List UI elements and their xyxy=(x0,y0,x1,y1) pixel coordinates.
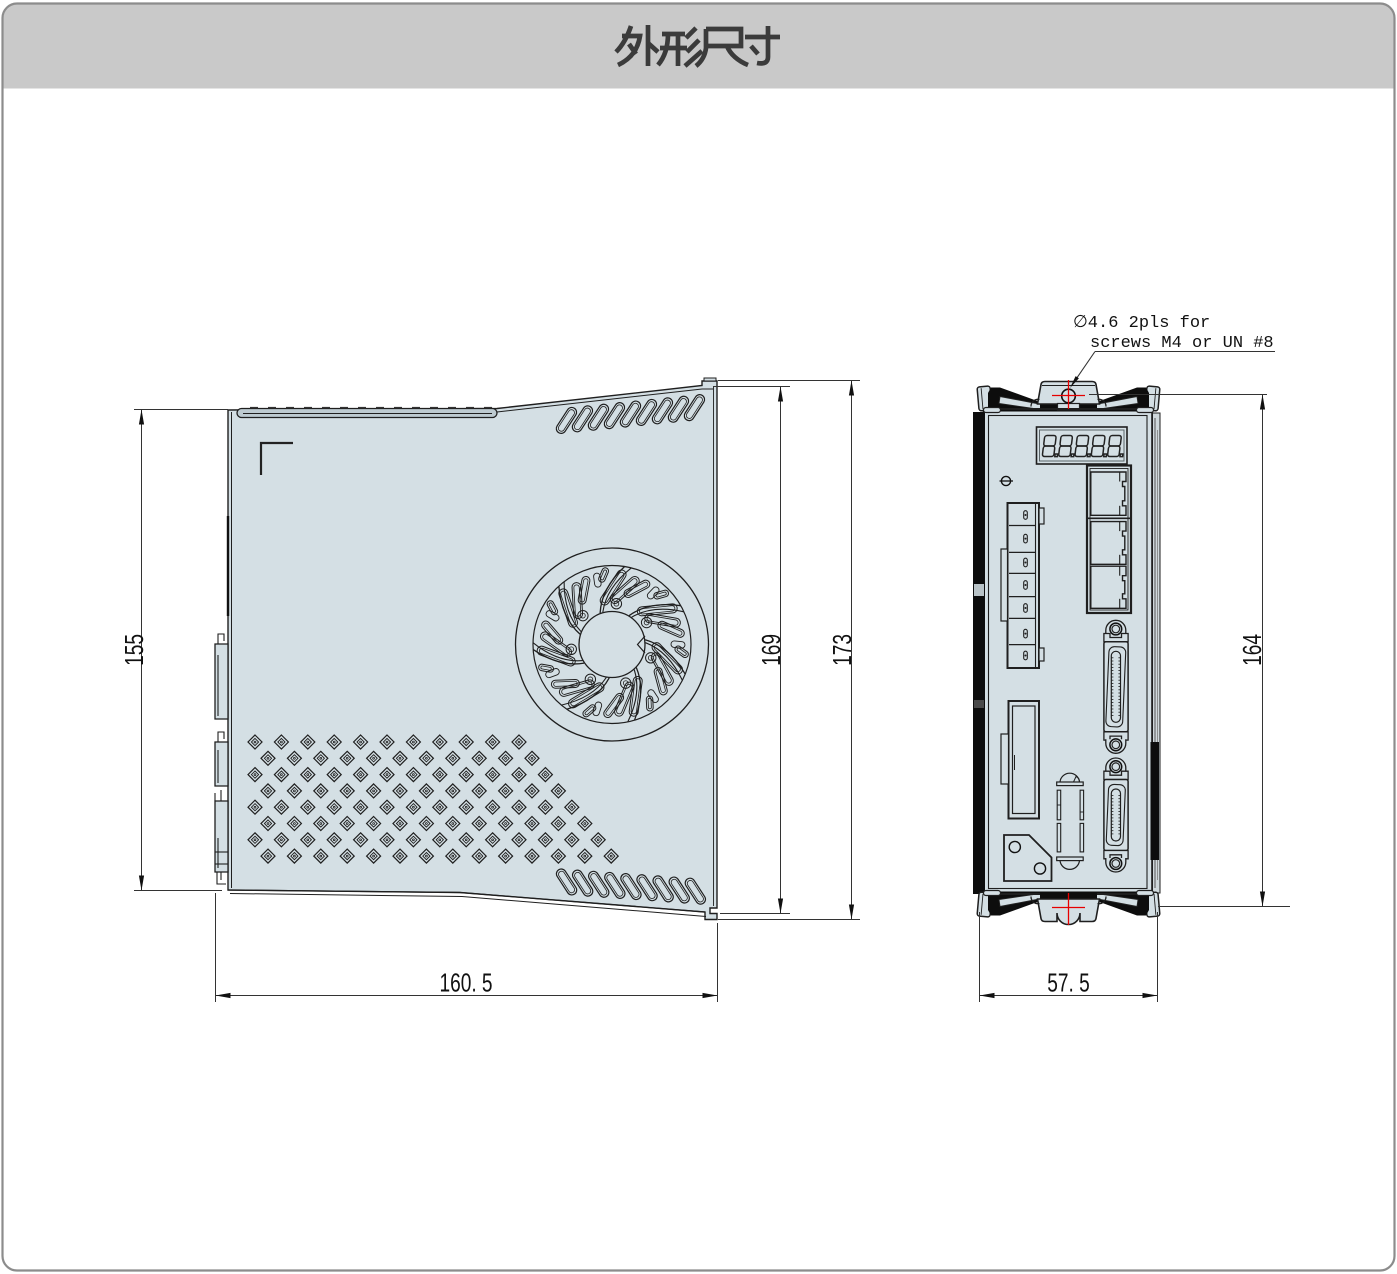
svg-text:173: 173 xyxy=(828,634,856,666)
svg-text:164: 164 xyxy=(1238,634,1266,666)
svg-text:155: 155 xyxy=(120,634,148,666)
svg-text:screws M4 or UN #8: screws M4 or UN #8 xyxy=(1090,334,1274,353)
svg-text:169: 169 xyxy=(757,634,785,666)
svg-text:160. 5: 160. 5 xyxy=(439,969,492,997)
svg-text:57. 5: 57. 5 xyxy=(1047,969,1089,997)
svg-text:∅4.6 2pls for: ∅4.6 2pls for xyxy=(1073,314,1210,333)
